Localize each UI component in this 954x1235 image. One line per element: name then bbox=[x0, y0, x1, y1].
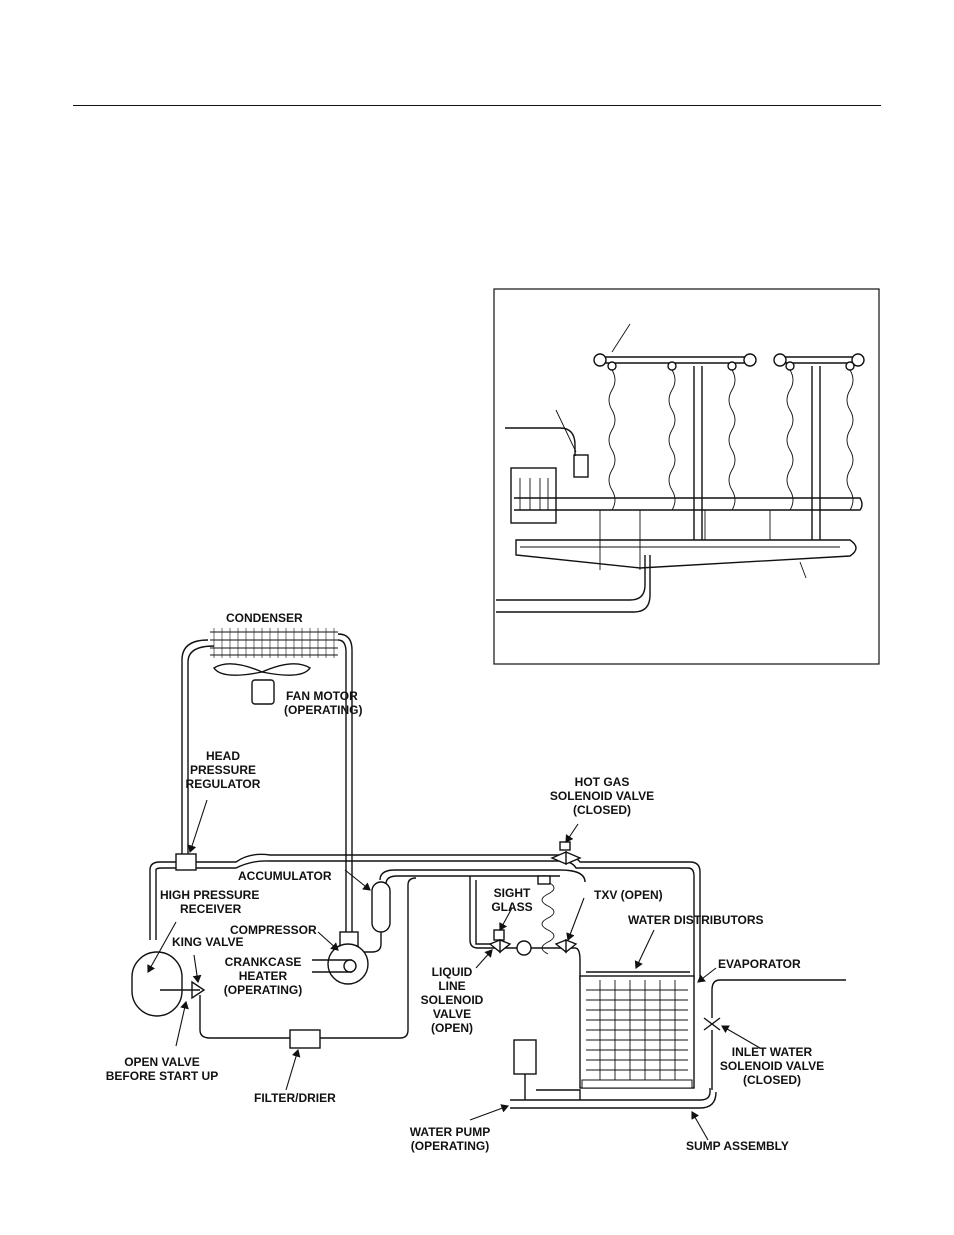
label-llsv-5: (OPEN) bbox=[431, 1021, 473, 1035]
inset-detail bbox=[493, 288, 880, 665]
label-receiver-2: RECEIVER bbox=[180, 902, 242, 916]
sight-glass-icon bbox=[516, 940, 532, 956]
label-txv: TXV (OPEN) bbox=[594, 888, 663, 902]
header-rule bbox=[73, 105, 881, 106]
receiver-tank-icon bbox=[131, 951, 183, 1017]
label-head-3: REGULATOR bbox=[186, 777, 261, 791]
diagram-labels: CONDENSER FAN MOTOR (OPERATING) HEAD PRE… bbox=[106, 611, 824, 1153]
label-filter-drier: FILTER/DRIER bbox=[254, 1091, 336, 1105]
label-sight-1: SIGHT bbox=[494, 886, 531, 900]
label-open-valve-2: BEFORE START UP bbox=[106, 1069, 218, 1083]
label-hotgas-1: HOT GAS bbox=[575, 775, 630, 789]
label-fan-motor-2: (OPERATING) bbox=[284, 703, 362, 717]
king-valve-icon bbox=[160, 980, 206, 1000]
label-inlet-2: SOLENOID VALVE bbox=[720, 1059, 824, 1073]
refrigeration-circuit bbox=[131, 628, 846, 1141]
label-crankcase-2: HEATER bbox=[239, 969, 288, 983]
label-hotgas-3: (CLOSED) bbox=[573, 803, 631, 817]
accumulator-icon bbox=[371, 881, 391, 933]
label-inlet-3: (CLOSED) bbox=[743, 1073, 801, 1087]
label-condenser: CONDENSER bbox=[226, 611, 303, 625]
head-pressure-regulator-icon bbox=[175, 853, 197, 871]
label-evaporator: EVAPORATOR bbox=[718, 957, 801, 971]
inlet-water-valve-icon bbox=[703, 1017, 721, 1031]
water-pump-motor-icon bbox=[513, 1039, 537, 1075]
label-king-valve: KING VALVE bbox=[172, 935, 244, 949]
label-sight-2: GLASS bbox=[491, 900, 532, 914]
label-llsv-4: VALVE bbox=[433, 1007, 471, 1021]
label-llsv-2: LINE bbox=[438, 979, 465, 993]
label-pump-2: (OPERATING) bbox=[411, 1139, 489, 1153]
label-head-1: HEAD bbox=[206, 749, 240, 763]
label-water-distributors: WATER DISTRIBUTORS bbox=[628, 913, 764, 927]
label-open-valve-1: OPEN VALVE bbox=[124, 1055, 200, 1069]
hot-gas-solenoid-icon bbox=[550, 841, 582, 866]
label-inlet-1: INLET WATER bbox=[732, 1045, 813, 1059]
label-head-2: PRESSURE bbox=[190, 763, 256, 777]
label-compressor: COMPRESSOR bbox=[230, 923, 317, 937]
label-sump: SUMP ASSEMBLY bbox=[686, 1139, 789, 1153]
compressor-icon bbox=[312, 931, 369, 985]
leader-arrows bbox=[147, 799, 761, 1141]
label-pump-1: WATER PUMP bbox=[410, 1125, 490, 1139]
condenser-coil bbox=[208, 628, 338, 658]
label-receiver-1: HIGH PRESSURE bbox=[160, 888, 259, 902]
label-llsv-3: SOLENOID bbox=[421, 993, 484, 1007]
label-crankcase-3: (OPERATING) bbox=[224, 983, 302, 997]
filter-drier-icon bbox=[289, 1029, 321, 1049]
evaporator-icon bbox=[579, 971, 695, 1089]
liquid-line-components bbox=[488, 875, 578, 956]
label-fan-motor-1: FAN MOTOR bbox=[286, 689, 358, 703]
label-accumulator: ACCUMULATOR bbox=[238, 869, 332, 883]
label-hotgas-2: SOLENOID VALVE bbox=[550, 789, 654, 803]
fan-blade-icon bbox=[213, 663, 311, 705]
label-crankcase-1: CRANKCASE bbox=[225, 955, 302, 969]
label-llsv-1: LIQUID bbox=[432, 965, 473, 979]
